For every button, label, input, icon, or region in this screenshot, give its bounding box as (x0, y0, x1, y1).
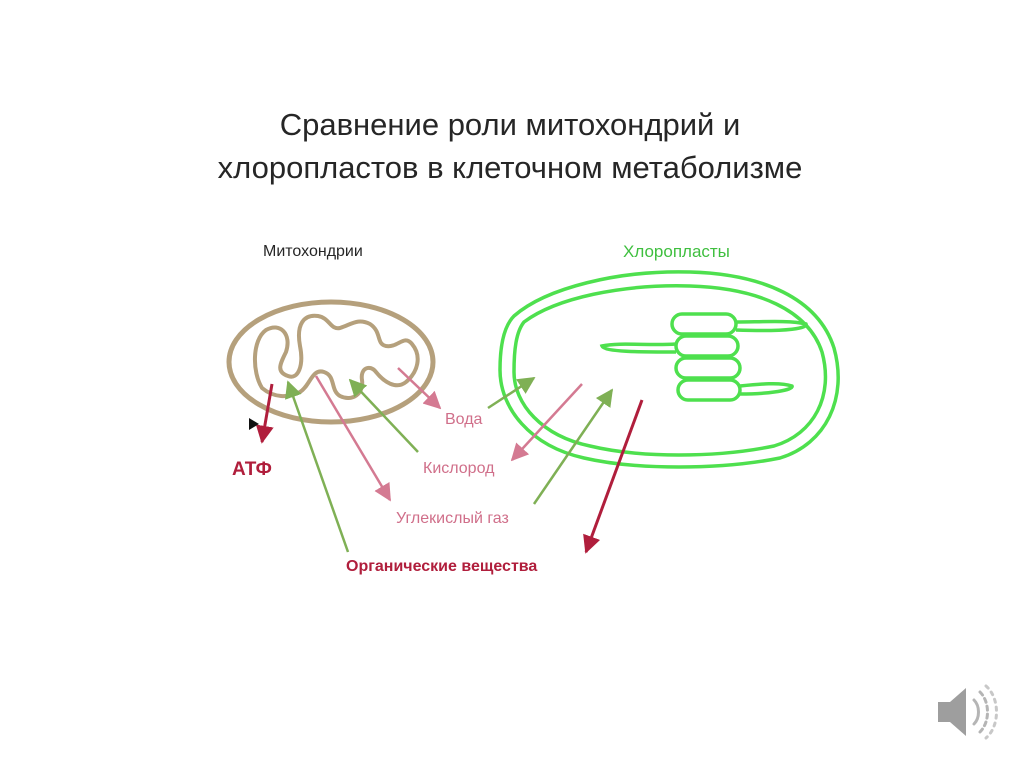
label-mitochondria: Митохондрии (263, 243, 363, 260)
arrow-water-to-chloro (487, 376, 536, 410)
arrow-mito-to-water (397, 367, 442, 410)
arrow-co2-to-chloro (532, 388, 614, 505)
arrow-chloro-to-organic (583, 399, 644, 554)
mitochondrion-outer-membrane (226, 299, 436, 425)
mitochondrion (226, 299, 436, 425)
mitochondrion-cristae (252, 313, 420, 400)
label-co2: Углекислый газ (396, 510, 509, 527)
arrow-oxygen-to-mito (348, 378, 419, 453)
arrow-chloro-to-oxygen (510, 383, 583, 462)
speaker-icon[interactable] (932, 676, 1004, 748)
slide-title: Сравнение роли митохондрий и хлоропласто… (150, 103, 870, 189)
label-organic: Органические вещества (346, 558, 537, 575)
chloroplast (498, 270, 840, 469)
arrow-mito-to-co2 (314, 375, 392, 502)
title-line-1: Сравнение роли митохондрий и (279, 107, 741, 142)
title-line-2: хлоропластов в клеточном метаболизме (217, 150, 803, 185)
small-black-arrowhead (249, 418, 259, 430)
thylakoid-stacks (599, 312, 808, 402)
label-oxygen: Кислород (423, 460, 495, 477)
chloroplast-outer-membrane (498, 270, 840, 469)
label-chloroplasts: Хлоропласты (623, 242, 730, 261)
label-atp: АТФ (232, 459, 272, 480)
chloroplast-inner-membrane (512, 284, 828, 457)
arrow-mito-to-atp (255, 383, 274, 444)
arrow-organic-to-mito (284, 380, 350, 553)
label-water: Вода (445, 411, 483, 428)
